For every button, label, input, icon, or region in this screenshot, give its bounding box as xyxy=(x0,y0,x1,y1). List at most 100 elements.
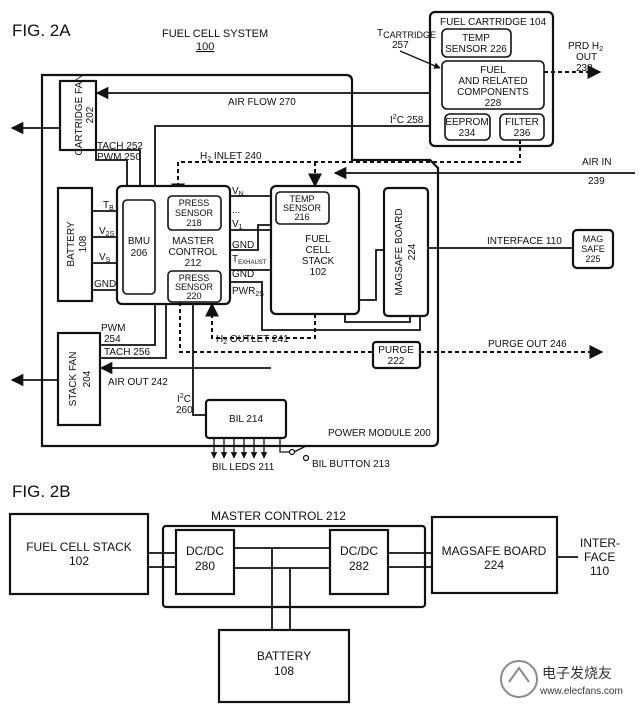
pwm-250-label: PWM 250 xyxy=(97,152,141,163)
interface-2b-label-1: INTER- xyxy=(580,536,620,550)
press-sensor-220-label-1: PRESS xyxy=(179,273,210,283)
fuel-components-label-1: FUEL xyxy=(480,65,506,76)
eeprom-label-1: EEPROM xyxy=(445,117,488,128)
pwm-254-line xyxy=(100,304,156,346)
i2c-260-label-1: I2C xyxy=(177,393,191,405)
magsafe-board-2b-label-1: MAGSAFE BOARD xyxy=(442,544,547,558)
interface-110-label: INTERFACE 110 xyxy=(487,236,562,247)
i2c-258-line xyxy=(154,125,430,186)
power-module-label: POWER MODULE 200 xyxy=(328,428,431,439)
magsafe-board-label-2: 224 xyxy=(407,243,418,260)
tb-label: TB xyxy=(103,200,114,212)
press-sensor-218-label-1: PRESS xyxy=(179,198,210,208)
bil-button-lever xyxy=(293,445,307,453)
bil-label: BIL 214 xyxy=(229,414,264,425)
filter-label-2: 236 xyxy=(514,128,531,139)
purge-label-2: 222 xyxy=(388,356,405,367)
dcdc-280-label-1: DC/DC xyxy=(186,544,224,558)
master-control-label-3: 212 xyxy=(185,258,202,269)
gnd-label-3: GND xyxy=(232,269,254,280)
dcdc-282-box xyxy=(328,528,390,596)
v2s-label: V2S xyxy=(99,226,115,238)
pwr-line xyxy=(230,281,421,331)
stack-fan-label-2: 204 xyxy=(82,370,93,387)
temp-sensor-216-box xyxy=(275,191,330,225)
battery-2b-label-1: BATTERY xyxy=(257,649,311,663)
bmu-label-2: 206 xyxy=(131,248,148,259)
eeprom-box xyxy=(444,113,491,141)
stack-fan-label-1: STACK FAN xyxy=(68,352,79,407)
battery-label-1: BATTERY xyxy=(66,221,77,267)
temp-sensor-216-label-2: SENSOR xyxy=(283,203,322,213)
gnd-label-2: GND xyxy=(232,240,254,251)
purge-out-label: PURGE OUT 246 xyxy=(488,339,567,350)
magsafe-board-2b-label-2: 224 xyxy=(484,558,504,572)
prd-h2-out-label-1: PRD H2 xyxy=(568,41,603,53)
magsafe-board-2b-box xyxy=(430,515,559,595)
dcdc-280-label-2: 280 xyxy=(195,559,215,573)
vs-label: VS xyxy=(99,252,111,264)
master-control-label-1: MASTER xyxy=(172,236,214,247)
magsafe-board-box xyxy=(382,186,430,318)
air-in-label-1: AIR IN xyxy=(582,157,611,168)
press-sensor-218-label-3: 218 xyxy=(186,218,201,228)
magsafe-225-label-1: MAG xyxy=(583,234,604,244)
battery-box xyxy=(56,186,94,303)
battery-2b-label-2: 108 xyxy=(274,664,294,678)
battery-2b-box xyxy=(217,628,351,704)
fuel-components-label-3: COMPONENTS xyxy=(457,87,529,98)
bil-button-label: BIL BUTTON 213 xyxy=(312,459,390,470)
watermark-url: www.elecfans.com xyxy=(539,686,623,697)
fuel-cell-stack-2b-label-1: FUEL CELL STACK xyxy=(26,540,132,554)
h2-inlet-label: H2 INLET 240 xyxy=(200,151,262,163)
gnd-line-2 xyxy=(230,224,275,251)
watermark-cn: 电子发烧友 xyxy=(542,665,612,681)
bil-box xyxy=(204,398,288,440)
magsafe-board-label-1: MAGSAFE BOARD xyxy=(394,208,405,295)
bmu-label-1: BMU xyxy=(128,236,150,247)
watermark-logo: 电子发烧友 www.elecfans.com xyxy=(500,660,623,698)
air-out-label: AIR OUT 242 xyxy=(108,377,168,388)
bil-button-contact-2 xyxy=(302,454,310,462)
press-sensor-220-box xyxy=(167,270,222,303)
fuel-components-label-4: 228 xyxy=(485,98,502,109)
tach-256-label: TACH 256 xyxy=(104,347,150,358)
interface-2b-label-3: 110 xyxy=(590,564,609,578)
fuel-cell-system-number: 100 xyxy=(196,41,214,53)
magsafe-225-box xyxy=(571,228,615,270)
bil-button-wire xyxy=(279,438,290,453)
press-sensor-220-label-3: 220 xyxy=(186,291,201,301)
i2c-258-label: I2C 258 xyxy=(390,114,424,126)
tach-252-label: TACH 252 xyxy=(97,141,143,152)
i2c-260-label-2: 260 xyxy=(176,405,193,416)
magsafe-225-label-3: 225 xyxy=(585,254,600,264)
t-cartridge-label: TCARTRIDGE xyxy=(377,28,436,40)
pwm-250-line xyxy=(95,150,128,186)
cartridge-fan-label-1: CARTRIDGE FAN xyxy=(74,75,85,156)
fuel-components-label-2: AND RELATED xyxy=(458,76,527,87)
dcdc-282-label-2: 282 xyxy=(349,559,369,573)
pwm-254-label-1: PWM xyxy=(101,323,125,334)
temp-sensor-216-label-1: TEMP xyxy=(289,194,314,204)
interface-2b-label-2: FACE xyxy=(584,550,615,564)
stack-magsafe-line xyxy=(359,249,384,301)
dcdc-280-box xyxy=(174,528,236,596)
pwr-2s-label: PWR2S xyxy=(232,286,264,298)
v1-label: V1 xyxy=(232,219,243,231)
temp-sensor-226-label-1: TEMP xyxy=(462,33,490,44)
fuel-cell-stack-label-1: FUEL xyxy=(305,234,331,245)
fig-2b-title: FIG. 2B xyxy=(12,482,71,501)
purge-box xyxy=(371,340,422,370)
filter-box xyxy=(499,113,545,141)
fuel-cell-stack-2b-label-2: 102 xyxy=(69,554,89,568)
temp-sensor-226-box xyxy=(441,28,512,58)
cartridge-fan-label-2: 202 xyxy=(85,106,96,123)
magsafe-225-label-2: SAFE xyxy=(581,244,605,254)
battery-label-2: 108 xyxy=(78,235,89,252)
bmu-box xyxy=(122,199,156,295)
dots-label: ... xyxy=(232,205,240,216)
filter-label-1: FILTER xyxy=(505,117,539,128)
temp-sensor-216-label-3: 216 xyxy=(294,212,309,222)
gnd-label-1: GND xyxy=(94,279,116,290)
purge-label-1: PURGE xyxy=(378,345,414,356)
